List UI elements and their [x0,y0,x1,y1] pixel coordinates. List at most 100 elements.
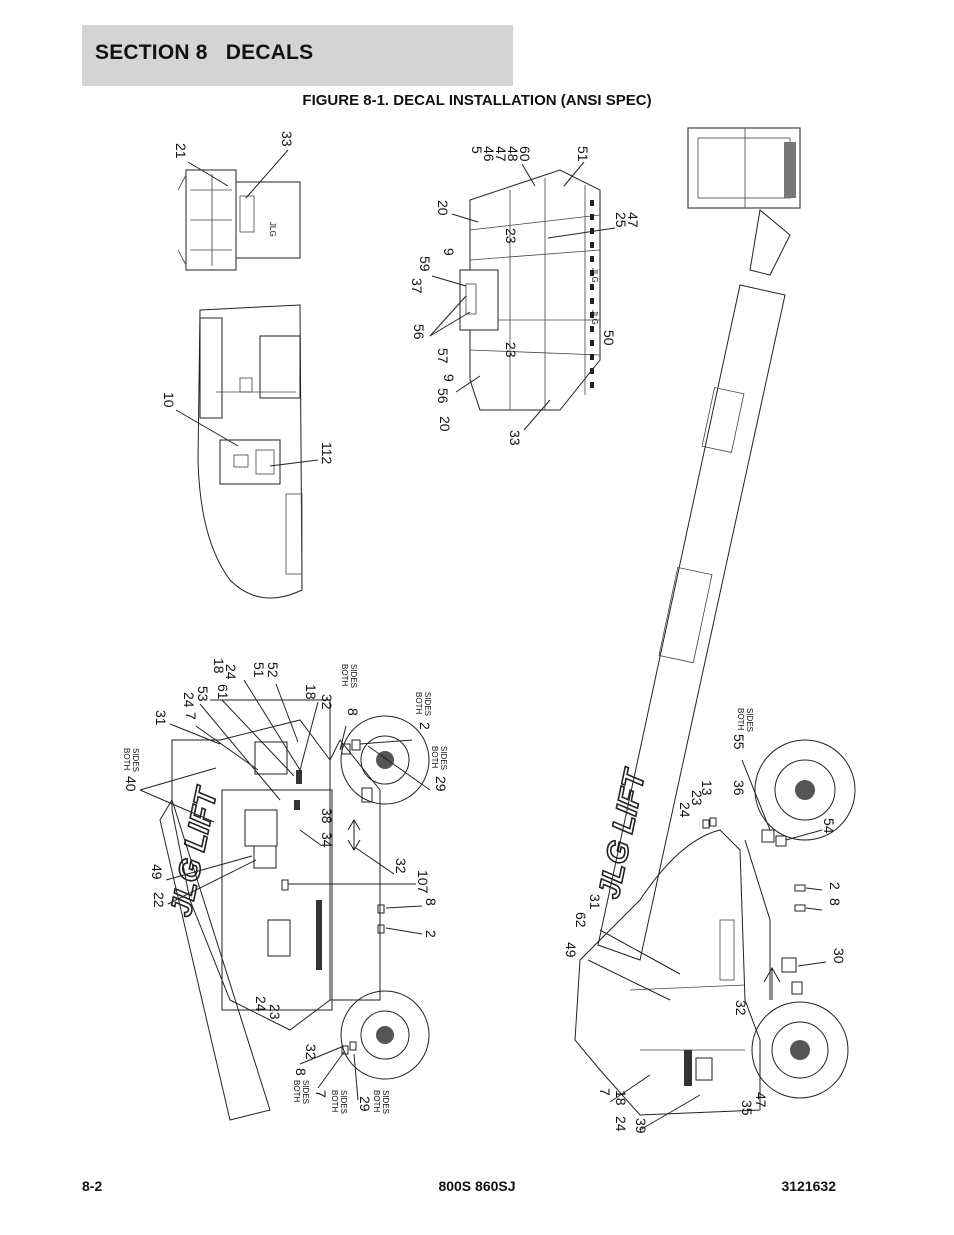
callout: 7 [597,1088,613,1096]
callout: 56 [435,388,451,404]
console-callouts: 10 112 [161,392,335,467]
callout: 53 [195,686,211,702]
console-view [197,304,303,599]
both-sides-note: BOTH [292,1080,301,1102]
both-sides-note: SIDES [439,746,448,770]
callout: 29 [357,1096,373,1112]
both-sides-note: SIDES [349,664,358,688]
both-sides-note: BOTH [330,1090,339,1112]
callout: 54 [821,818,837,834]
callout: 20 [437,416,453,432]
callout: 31 [153,710,169,726]
both-sides-note: SIDES [381,1090,390,1114]
callout: 46 [481,146,497,162]
left-machine-callouts: 40 31 7 24 53 61 18 24 51 52 18 8 32 2 2… [122,658,449,1114]
callout: 33 [507,430,523,446]
callout: 5 [469,146,485,154]
callout: 18 [613,1090,629,1106]
callout: 57 [435,348,451,364]
callout: 24 [613,1116,629,1132]
callout: 48 [505,146,521,162]
model-number: 800S 860SJ [438,1178,516,1194]
callout: 8 [345,708,361,716]
callout: 21 [173,143,189,159]
page-number: 8-2 [82,1178,103,1194]
callout: 23 [689,790,705,806]
callout: 20 [435,200,451,216]
callout: 10 [161,392,177,408]
callout: 13 [699,780,715,796]
callout: 24 [181,692,197,708]
callout: 61 [215,684,231,700]
right-machine-callouts: 55 36 24 23 13 54 2 8 30 31 62 49 32 35 … [563,708,847,1134]
callout: 9 [441,374,457,382]
callout: 8 [423,898,439,906]
both-sides-note: SIDES [339,1090,348,1114]
callout: 31 [587,894,603,910]
both-sides-note: BOTH [122,748,131,770]
callout: 32 [319,694,335,710]
callout: 38 [319,808,335,824]
right-machine-boom [597,127,801,961]
figure-title: FIGURE 8-1. DECAL INSTALLATION (ANSI SPE… [302,92,652,109]
callout: 22 [151,892,167,908]
left-machine: JLG LIFT [159,699,430,1121]
platform-callouts: 5 46 47 48 60 51 20 23 25 47 9 59 37 56 … [409,146,641,446]
callout: 47 [625,212,641,228]
callout: 36 [731,780,747,796]
both-sides-note: SIDES [131,748,140,772]
callout: 18 [303,684,319,700]
both-sides-note: BOTH [414,692,423,714]
callout: 32 [393,858,409,874]
callout: 52 [265,662,281,678]
callout: 51 [251,662,267,678]
callout: 8 [293,1068,309,1076]
callout: 9 [441,248,457,256]
section-title: SECTION 8 DECALS [95,41,314,64]
both-sides-note: BOTH [430,746,439,768]
callout: 50 [601,330,617,346]
callout: 32 [733,1000,749,1016]
callout: 59 [417,256,433,272]
callout: 2 [827,882,843,890]
callout: 35 [739,1100,755,1116]
callout: 23 [503,342,519,358]
callout: 55 [731,734,747,750]
callout: 24 [223,664,239,680]
callout: 2 [423,930,439,938]
section-header-band [82,25,513,86]
both-sides-note: SIDES [301,1080,310,1104]
callout: 23 [503,228,519,244]
brand-logo-right: JLG LIFT [593,765,653,902]
svg-text:JLG: JLG [590,268,599,283]
callout: 62 [573,912,589,928]
callout: 2 [417,722,433,730]
document-number: 3121632 [781,1178,836,1194]
callout: 18 [211,658,227,674]
callout: 56 [411,324,427,340]
svg-text:JLG: JLG [590,310,599,325]
callout: 8 [827,898,843,906]
rotator-view: JLG [177,169,301,271]
both-sides-note: SIDES [423,692,432,716]
svg-text:JLG: JLG [268,222,277,237]
callout: 37 [409,278,425,294]
callout: 32 [303,1044,319,1060]
callout: 49 [149,864,165,880]
callout: 107 [415,870,431,894]
callout: 39 [633,1118,649,1134]
both-sides-note: BOTH [736,708,745,730]
callout: 40 [123,776,139,792]
callout: 47 [493,146,509,162]
rotator-callouts: 21 33 [173,131,295,199]
callout: 29 [433,776,449,792]
callout: 33 [279,131,295,147]
platform-basket: JLG JLG [459,169,601,411]
both-sides-note: BOTH [372,1090,381,1112]
callout: 60 [517,146,533,162]
callout: 49 [563,942,579,958]
callout: 7 [183,712,199,720]
both-sides-note: SIDES [745,708,754,732]
right-machine-body: JLG LIFT [574,739,856,1116]
